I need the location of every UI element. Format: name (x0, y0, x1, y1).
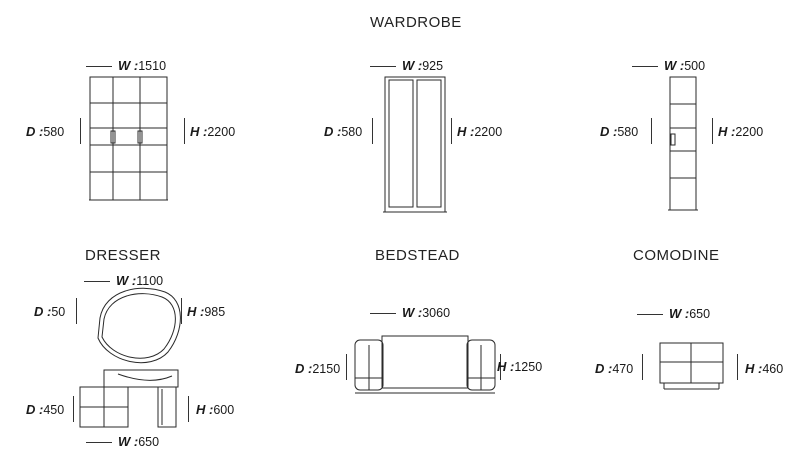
bedstead-width: W :3060 (370, 305, 450, 320)
wardrobe-3-depth-line (651, 118, 652, 144)
comodine-width: W :650 (637, 306, 710, 321)
wardrobe-1-depth: D :580 (26, 124, 65, 139)
dresser-table-width: W :650 (86, 434, 159, 449)
dresser-title: DRESSER (85, 247, 162, 264)
wardrobe-2-width: W :925 (370, 58, 443, 73)
wardrobe-1-width: W :1510 (86, 58, 166, 73)
wardrobe-2-drawing (383, 76, 447, 213)
dresser-table-depth-line (73, 396, 74, 422)
dresser-mirror-height: H :985 (187, 304, 226, 319)
comodine-height-line (737, 354, 738, 380)
wardrobe-1-drawing (89, 76, 168, 201)
wardrobe-3-height-line (712, 118, 713, 144)
dresser-mirror-depth: D :50 (34, 304, 66, 319)
wardrobe-1-height: H :2200 (190, 124, 236, 139)
bedstead-height-line (500, 354, 501, 380)
wardrobe-2-height: H :2200 (457, 124, 503, 139)
comodine-depth-line (642, 354, 643, 380)
bedstead-depth-line (346, 354, 347, 380)
dresser-drawing (79, 287, 181, 428)
comodine-drawing (659, 342, 724, 390)
comodine-depth: D :470 (595, 361, 634, 376)
dresser-table-height-line (188, 396, 189, 422)
comodine-height: H :460 (745, 361, 784, 376)
bedstead-drawing (354, 335, 496, 394)
wardrobe-2-depth-line (372, 118, 373, 144)
dresser-mirror-width: W :1100 (84, 273, 163, 288)
wardrobe-3-drawing (668, 76, 698, 211)
bedstead-title: BEDSTEAD (375, 247, 460, 264)
wardrobe-3-depth: D :580 (600, 124, 639, 139)
wardrobe-3-width: W :500 (632, 58, 705, 73)
wardrobe-1-height-line (184, 118, 185, 144)
wardrobe-title: WARDROBE (370, 14, 462, 31)
bedstead-height: H :1250 (497, 359, 543, 374)
wardrobe-3-height: H :2200 (718, 124, 764, 139)
wardrobe-2-height-line (451, 118, 452, 144)
comodine-title: COMODINE (633, 247, 720, 264)
dresser-mirror-depth-line (76, 298, 77, 324)
dresser-table-depth: D :450 (26, 402, 65, 417)
wardrobe-1-depth-line (80, 118, 81, 144)
dresser-mirror-height-line (181, 298, 182, 324)
dresser-table-height: H :600 (196, 402, 235, 417)
bedstead-depth: D :2150 (295, 361, 341, 376)
wardrobe-2-depth: D :580 (324, 124, 363, 139)
